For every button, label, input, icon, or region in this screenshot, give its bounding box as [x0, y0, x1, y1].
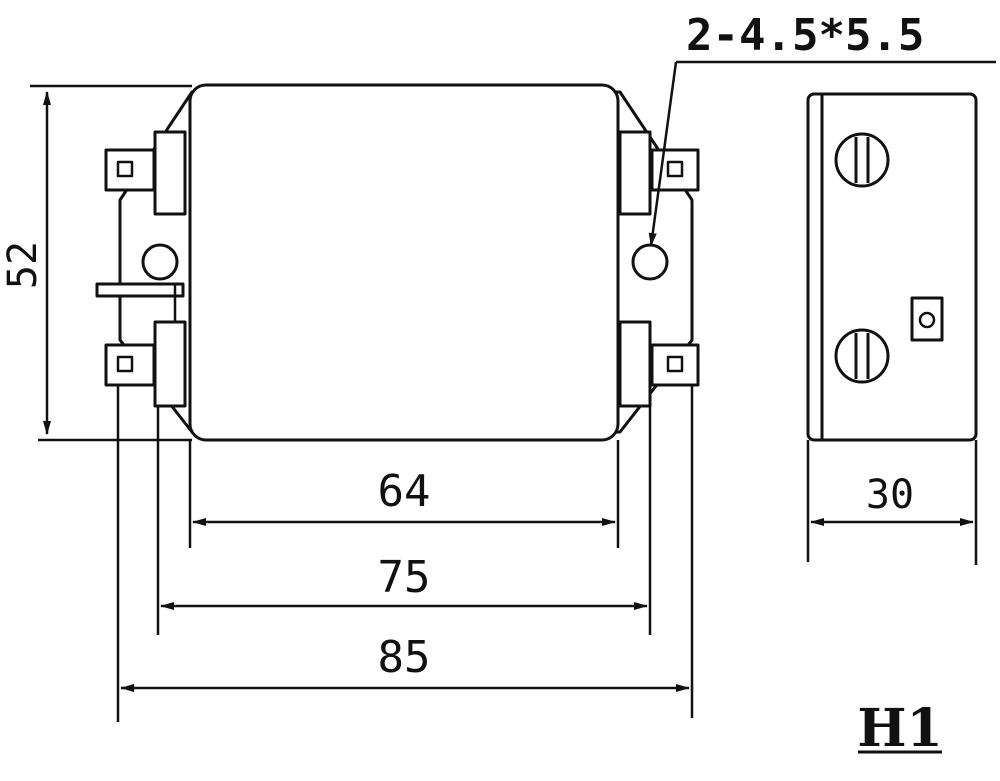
ground-lug — [95, 282, 185, 298]
height-dimension-label: 52 — [0, 241, 46, 289]
model-label: H1 — [857, 698, 942, 759]
front-view — [95, 83, 700, 442]
body-width-label: 64 — [378, 466, 431, 517]
side-body — [806, 92, 978, 442]
terminal-block-bottom-left — [153, 320, 187, 408]
screw-bottom — [834, 328, 890, 384]
terminal-block-bottom-right — [618, 320, 652, 408]
hole-spec-label: 2-4.5*5.5 — [686, 10, 924, 61]
dimension-lines — [30, 60, 996, 754]
screw-top — [834, 132, 890, 188]
ground-terminal-side — [910, 296, 944, 342]
terminal-block-top-right — [618, 130, 652, 216]
spade-terminal-bottom-left — [104, 343, 156, 387]
terminal-block-top-left — [153, 130, 187, 216]
mounting-hole-left — [141, 243, 179, 281]
spade-terminal-top-left — [104, 148, 156, 192]
filter-body — [188, 83, 620, 442]
overall-width-label: 85 — [378, 632, 431, 683]
depth-label: 30 — [866, 472, 914, 518]
mounting-hole-right — [631, 243, 669, 281]
hole-leader-line — [648, 61, 678, 247]
hole-spacing-label: 75 — [378, 552, 431, 603]
side-view — [806, 92, 978, 442]
spade-terminal-bottom-right — [650, 343, 700, 387]
